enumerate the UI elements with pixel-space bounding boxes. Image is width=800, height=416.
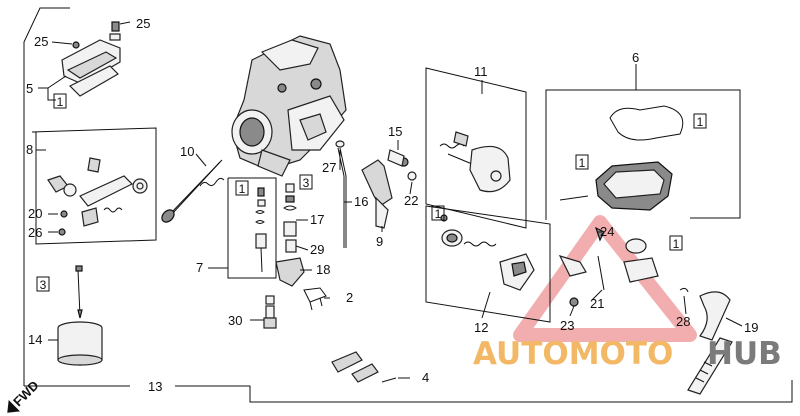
svg-text:HUB: HUB	[707, 336, 782, 372]
float-chamber-gaskets	[331, 351, 397, 383]
slow-jet-parts	[275, 183, 305, 287]
accelerator-pump-parts	[439, 131, 511, 193]
float-bowl	[57, 321, 103, 366]
boxed-ref-1-e: 1	[693, 113, 707, 129]
callout-17: 17	[310, 212, 324, 227]
boxed-ref-1-c: 1	[431, 205, 445, 221]
callout-9: 9	[376, 234, 383, 249]
watermark-logo: AUTOMOTO HUB	[473, 336, 782, 372]
callout-6: 6	[632, 50, 639, 65]
throttle-linkage-parts	[47, 157, 148, 236]
top-cover-assembly	[61, 21, 121, 97]
choke-lever	[361, 149, 417, 229]
callout-11: 11	[474, 64, 488, 79]
diaphragm-parts	[440, 214, 535, 291]
callout-23: 23	[560, 318, 574, 333]
float-needle	[75, 265, 83, 319]
callout-25-left: 25	[34, 34, 48, 49]
throttle-stop-screw	[161, 159, 225, 223]
callout-15: 15	[388, 124, 402, 139]
boxed-ref-1-b: 1	[235, 180, 249, 196]
enrichener-parts	[558, 226, 731, 341]
callout-24: 24	[600, 224, 614, 239]
boxed-ref-1-a: 1	[53, 93, 67, 109]
callout-20: 20	[28, 206, 42, 221]
boxed-ref-3-a: 3	[299, 174, 313, 190]
pilot-screw-clip	[303, 287, 327, 311]
callout-13: 13	[148, 379, 162, 394]
group-6-frame	[545, 89, 741, 220]
svg-text:1: 1	[57, 95, 64, 109]
svg-text:1: 1	[435, 207, 442, 221]
callout-18: 18	[316, 262, 330, 277]
jet-set-parts	[255, 187, 267, 273]
svg-text:3: 3	[303, 176, 310, 190]
top-cap-parts	[559, 105, 684, 283]
svg-text:1: 1	[673, 237, 680, 251]
callout-14: 14	[28, 332, 42, 347]
callout-2: 2	[346, 290, 353, 305]
overflow-tube	[335, 140, 347, 248]
callout-30: 30	[228, 313, 242, 328]
callout-27: 27	[322, 160, 336, 175]
boxed-ref-3-b: 3	[36, 276, 50, 292]
group-8-frame	[31, 127, 157, 245]
callout-19: 19	[744, 320, 758, 335]
leader-lines	[36, 21, 743, 379]
fuel-hose	[687, 337, 733, 395]
callout-25-top: 25	[136, 16, 150, 31]
callout-29: 29	[310, 242, 324, 257]
group-12-frame	[425, 205, 551, 323]
svg-text:1: 1	[579, 156, 586, 170]
callout-22: 22	[404, 193, 418, 208]
svg-text:3: 3	[40, 278, 47, 292]
assembly-outline	[23, 7, 70, 386]
callout-10: 10	[180, 144, 194, 159]
forward-direction-arrow: FWD	[7, 378, 42, 413]
group-7-frame	[227, 177, 277, 279]
svg-text:AUTOMOTO: AUTOMOTO	[473, 336, 673, 372]
svg-text:1: 1	[239, 182, 246, 196]
svg-text:1: 1	[697, 115, 704, 129]
callout-4: 4	[422, 370, 429, 385]
callout-8: 8	[26, 142, 33, 157]
callout-16: 16	[354, 194, 368, 209]
callout-7: 7	[196, 260, 203, 275]
callout-5: 5	[26, 81, 33, 96]
drain-screw	[263, 295, 277, 329]
boxed-ref-1-d: 1	[575, 154, 589, 170]
callout-28: 28	[676, 314, 690, 329]
callout-12: 12	[474, 320, 488, 335]
carburetor-body	[231, 35, 347, 177]
callout-26: 26	[28, 225, 42, 240]
svg-text:FWD: FWD	[10, 378, 42, 410]
group-11-frame	[425, 67, 527, 229]
callout-21: 21	[590, 296, 604, 311]
boxed-ref-1-f: 1	[669, 235, 683, 251]
